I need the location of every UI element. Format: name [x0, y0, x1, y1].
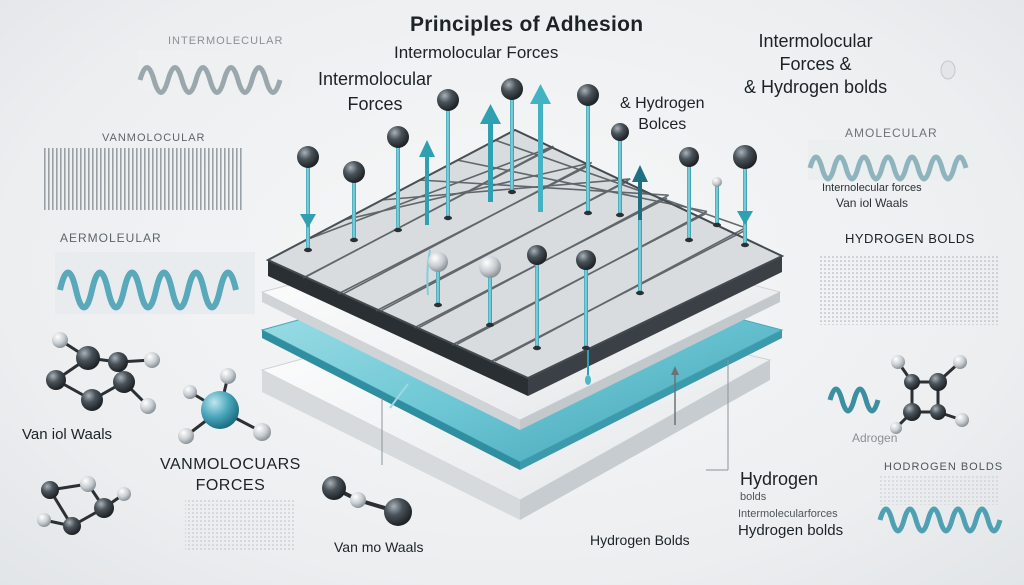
wave-panel-left	[55, 252, 255, 314]
dot-panel-bottom-left	[185, 500, 295, 550]
top-right-line3: & Hydrogen bolds	[744, 78, 887, 97]
molecule-hexagon-left	[46, 332, 160, 414]
hydrogen-bonds-label-right-bottom: Hydrogen bolds	[738, 523, 843, 539]
molecule-bottom-center	[322, 476, 412, 526]
van-waals-label-left: Van iol Waals	[22, 427, 112, 443]
van-waals-label-bottom: Van mo Waals	[334, 540, 423, 555]
dot-panel-right	[818, 255, 1000, 325]
hbonds-label-mid-line1: & Hydrogen	[620, 96, 705, 113]
bolds-label-small: bolds	[740, 492, 766, 504]
small-label-top-left: INTERMOLECULAR	[168, 36, 283, 48]
hbonds-label-mid: & Hydrogen Bolces	[620, 96, 705, 134]
hbonds-label-mid-line2: Bolces	[620, 117, 705, 134]
adrogen-label: Adrogen	[852, 432, 897, 445]
vanmol-line1: VANMOLOCUARS	[160, 457, 301, 474]
top-right-line1: Intermolocular	[744, 32, 887, 51]
intermolecular-forces-small-label: Intermolecularforces	[738, 509, 838, 521]
forces-label-left-line1: Intermolocular	[318, 70, 432, 89]
bar-pattern-left	[42, 148, 242, 210]
right-hydrogen-bonds-label: HYDROGEN BOLDS	[845, 232, 975, 246]
wave-panel-right-top	[808, 140, 988, 180]
hydrogen-bonds-label-bottom: Hydrogen Bolds	[590, 533, 690, 548]
wave-panel-bottom-right	[880, 509, 1000, 531]
wave-panel-right-mid	[830, 389, 878, 411]
molecule-bottom-left	[37, 476, 131, 535]
small-marker-top-right	[941, 61, 955, 79]
forces-label-left: Intermolocular Forces	[318, 70, 432, 114]
hydrogen-label-big: Hydrogen	[740, 470, 818, 489]
small-label-left-3: AERMOLEULAR	[60, 232, 162, 245]
adhesive-drop	[585, 375, 591, 385]
molecule-teal-center	[178, 368, 271, 444]
right-intermolecular-label: Internolecular forces	[822, 183, 922, 195]
forces-label-top-right: Intermolocular Forces & & Hydrogen bolds	[744, 32, 887, 97]
small-label-left-2: VANMOLOCULAR	[102, 133, 205, 145]
small-label-right-1: AMOLECULAR	[845, 127, 938, 140]
wave-panel-top-left	[138, 50, 290, 93]
top-right-line2: Forces &	[744, 55, 887, 74]
hodrogen-bolds-label: HODROGEN BOLDS	[884, 462, 1003, 474]
vanmol-line2: FORCES	[160, 478, 301, 495]
forces-label-left-line2: Forces	[318, 95, 432, 114]
layer-stack	[262, 130, 782, 520]
vanmolocuars-forces-label: VANMOLOCUARS FORCES	[160, 457, 301, 495]
molecule-right-grid	[890, 355, 969, 434]
dot-panel-bottom-right	[880, 475, 1000, 505]
subtitle-label: Intermolocular Forces	[394, 44, 558, 62]
right-van-waals-label: Van iol Waals	[836, 197, 908, 210]
diagram-title: Principles of Adhesion	[410, 14, 643, 36]
